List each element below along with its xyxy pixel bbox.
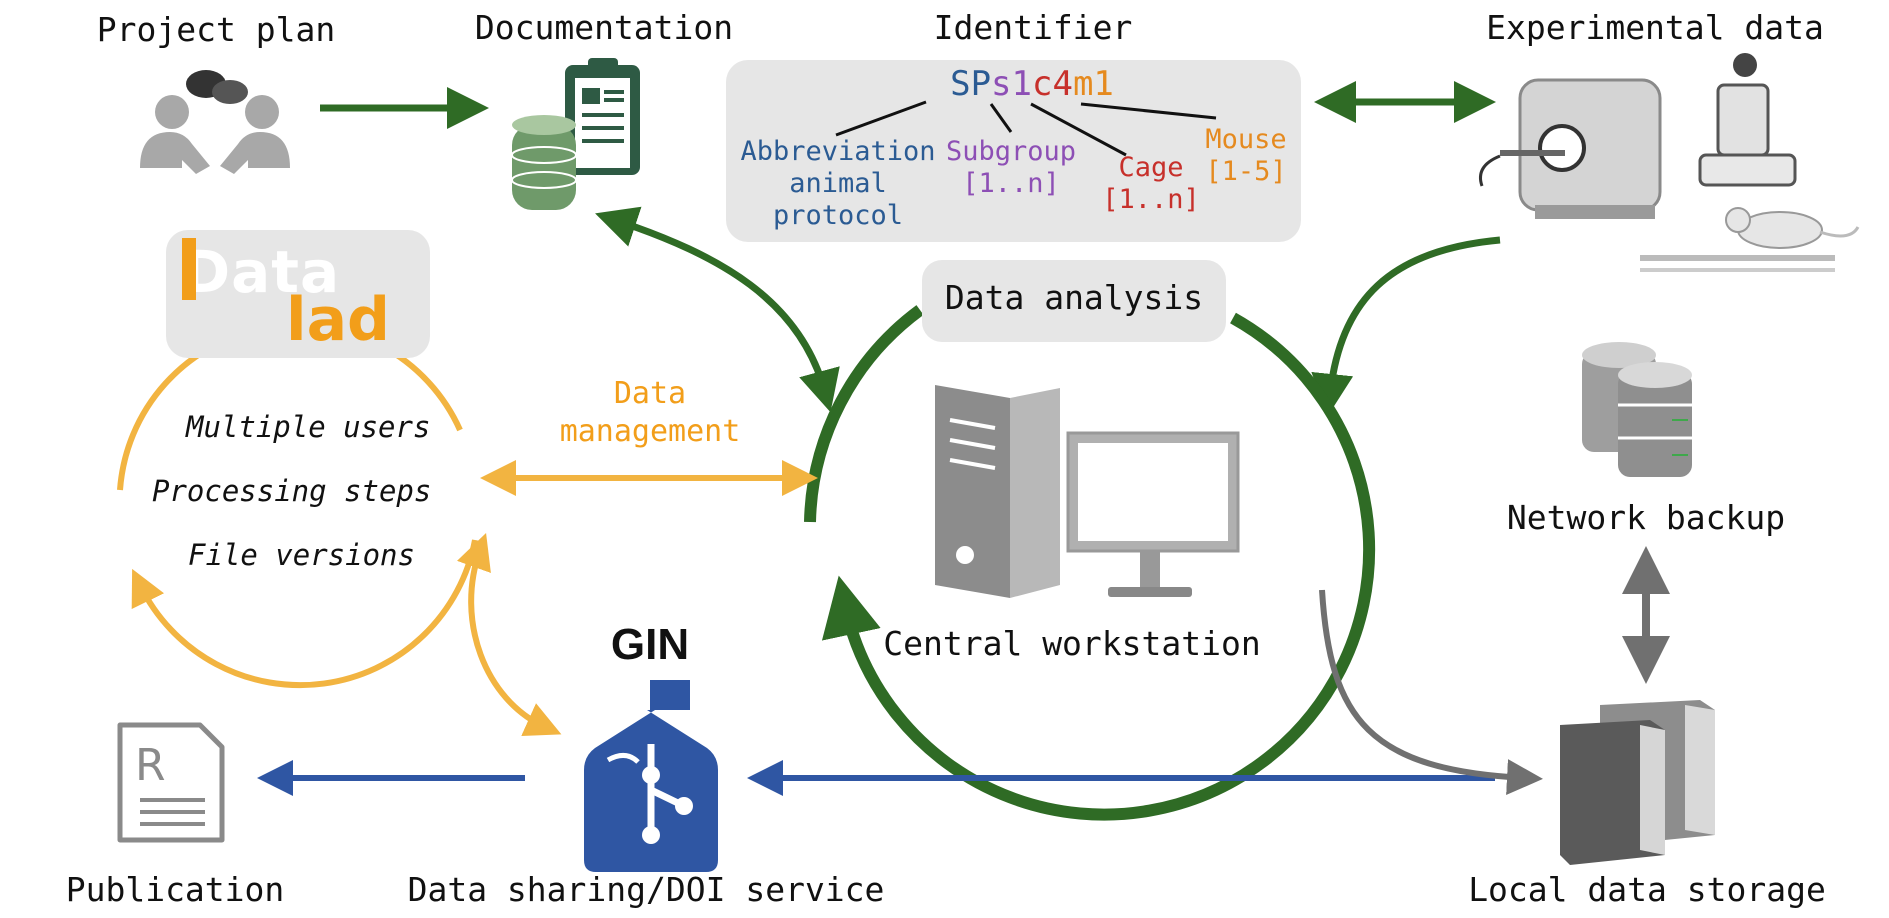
data-analysis-pill: Data analysis	[922, 260, 1226, 342]
prescription-document-icon: R	[117, 722, 225, 843]
project-plan-label: Project plan	[96, 10, 336, 49]
identifier-cage: Cage [1..n]	[1102, 152, 1200, 216]
desktop-computer-icon	[935, 385, 1240, 598]
datalad-item-file-versions: File versions	[188, 538, 415, 572]
datalad-logo-bar	[182, 238, 196, 300]
datalad-item-multiple-users: Multiple users	[186, 410, 431, 444]
data-analysis-label: Data analysis	[944, 278, 1204, 317]
cage-line-1: Cage	[1118, 152, 1184, 183]
abbreviation-line-1: Abbreviation	[740, 136, 936, 167]
arrow-experimental-to-analysis	[1311, 236, 1501, 416]
identifier-code-part-abbreviation: SP	[950, 64, 992, 104]
analysis-cycle-ring	[804, 305, 924, 523]
mri-microscope-mouse-icon	[1479, 53, 1860, 272]
identifier-code-part-subgroup: s1	[991, 64, 1032, 104]
identifier-code: SPs1c4m1	[950, 64, 1114, 104]
identifier-code-part-cage: c4	[1032, 64, 1073, 104]
identifier-panel: SPs1c4m1 Abbreviation animal protocol Su…	[726, 60, 1301, 242]
local-data-storage-label: Local data storage	[1468, 870, 1826, 909]
arrow-datalad-gin	[457, 533, 562, 737]
datalad-logo: Data lad	[166, 230, 430, 358]
gin-bottle-icon	[584, 680, 718, 872]
cage-line-2: [1..n]	[1102, 184, 1200, 215]
identifier-label: Identifier	[933, 8, 1133, 47]
data-management-label: Data management	[560, 375, 741, 451]
storage-drives-icon	[1560, 700, 1715, 865]
analysis-cycle-ring-main	[822, 312, 1376, 821]
mouse-line-2: [1-5]	[1205, 156, 1287, 187]
arrow-workstation-to-storage	[1319, 589, 1543, 796]
abbreviation-line-3: protocol	[772, 200, 904, 231]
database-stack-icon	[1582, 342, 1692, 477]
datalad-cycle-ring-lower	[131, 539, 478, 689]
central-workstation-label: Central workstation	[883, 624, 1261, 663]
documentation-label: Documentation	[474, 8, 734, 47]
datalad-logo-word-top: Data	[182, 238, 341, 306]
arrow-documentation-workstation	[595, 206, 840, 413]
identifier-connector-lines	[835, 100, 1217, 157]
data-sharing-label: Data sharing/DOI service	[407, 870, 885, 909]
subgroup-line-2: [1..n]	[962, 168, 1060, 199]
mouse-line-1: Mouse	[1205, 124, 1287, 155]
people-talking-icon	[140, 70, 290, 174]
identifier-abbreviation: Abbreviation animal protocol	[740, 136, 935, 232]
svg-text:R: R	[135, 740, 166, 791]
abbreviation-line-2: animal	[789, 168, 887, 199]
datalad-logo-word-bottom: lad	[286, 285, 391, 355]
data-management-line-2: management	[559, 414, 741, 449]
identifier-mouse: Mouse [1-5]	[1205, 124, 1286, 188]
experimental-data-label: Experimental data	[1486, 8, 1824, 47]
publication-label: Publication	[65, 870, 285, 909]
clipboard-database-icon	[511, 58, 640, 210]
subgroup-line-1: Subgroup	[945, 136, 1077, 167]
identifier-code-part-mouse: m1	[1072, 64, 1114, 104]
data-management-line-1: Data	[613, 376, 687, 411]
datalad-item-processing-steps: Processing steps	[152, 474, 432, 508]
gin-label: GIN	[610, 620, 690, 669]
network-backup-label: Network backup	[1506, 498, 1786, 537]
identifier-subgroup: Subgroup [1..n]	[946, 136, 1076, 200]
